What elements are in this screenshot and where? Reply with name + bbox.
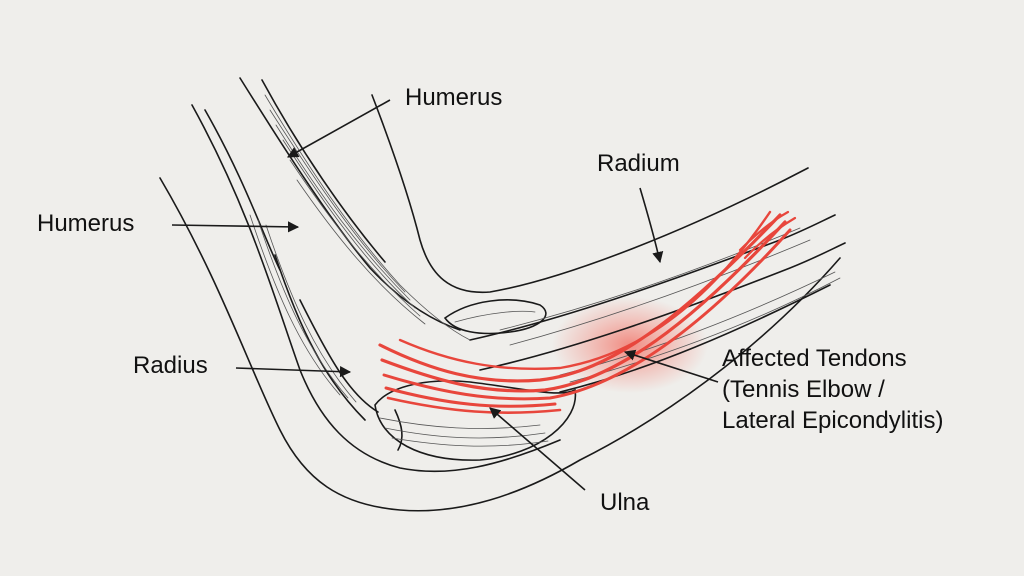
label-radius: Radius [133, 352, 208, 379]
arm-outline [159, 77, 846, 512]
leader-lines [171, 99, 719, 491]
arrow-ulna [489, 407, 586, 491]
label-humerus-top: Humerus [405, 84, 503, 111]
arrow-radius [235, 366, 352, 378]
arrow-affected [623, 349, 719, 383]
label-affected-line-1: Affected Tendons [722, 345, 907, 372]
arrow-radium [639, 187, 664, 264]
label-affected-line-3: Lateral Epicondylitis) [722, 407, 944, 434]
label-humerus-left: Humerus [37, 210, 135, 237]
affected-tendons [378, 210, 797, 414]
label-affected-line-2: (Tennis Elbow / [722, 376, 885, 403]
label-ulna: Ulna [600, 489, 650, 516]
arrow-humerus-left [171, 221, 300, 233]
label-affected-tendons: Affected Tendons (Tennis Elbow / Lateral… [722, 343, 943, 436]
muscle-fibers [249, 94, 841, 447]
label-radium: Radium [597, 150, 680, 177]
arrow-humerus-top [287, 99, 391, 158]
